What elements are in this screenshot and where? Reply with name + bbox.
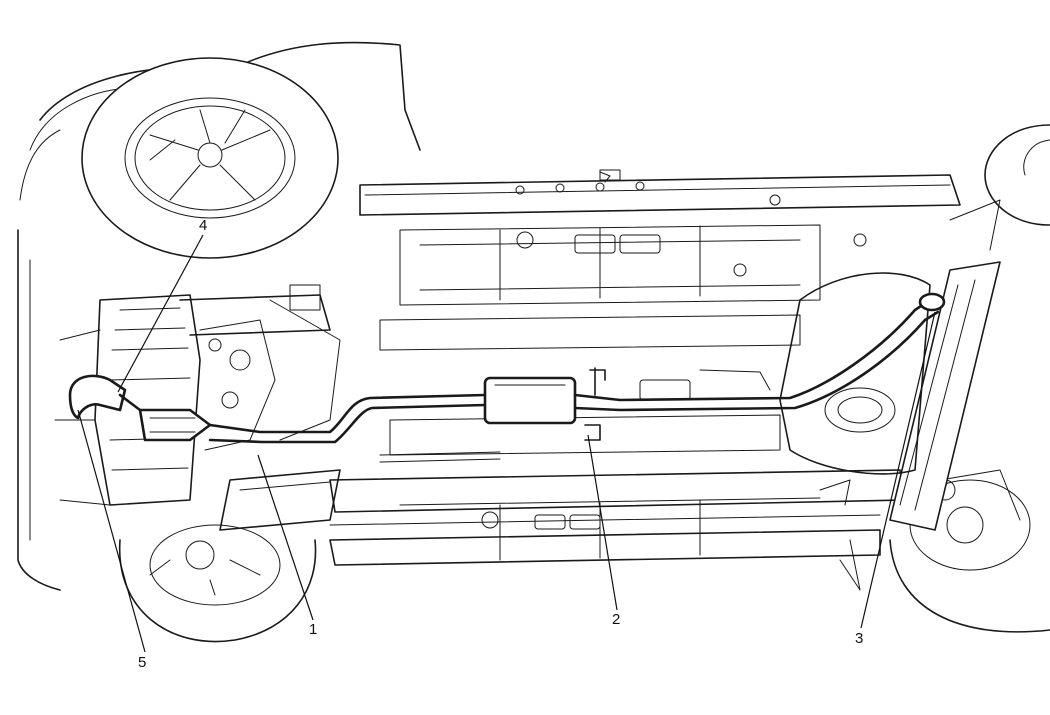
wheel-top-right [984, 124, 1050, 226]
callout-1: 1 [309, 621, 318, 638]
engine-assembly [54, 294, 341, 506]
callout-4: 4 [199, 217, 208, 234]
spare-tire [81, 57, 339, 259]
callout-3: 3 [855, 630, 864, 647]
misc-details [379, 169, 1001, 591]
leader-5 [77, 409, 146, 653]
callout-2: 2 [612, 611, 621, 628]
leader-3 [860, 311, 936, 629]
leader-2 [587, 434, 618, 611]
leader-1 [257, 454, 314, 621]
front-subframe [179, 284, 341, 531]
rear-crossmember [889, 261, 1001, 531]
exhaust-system [68, 292, 946, 444]
callout-leaders [77, 234, 936, 653]
callout-5: 5 [138, 654, 147, 671]
leader-4 [117, 234, 204, 393]
fuel-tank [779, 272, 931, 475]
wheel-bottom-left [118, 524, 317, 643]
underbody-outline [17, 41, 961, 591]
